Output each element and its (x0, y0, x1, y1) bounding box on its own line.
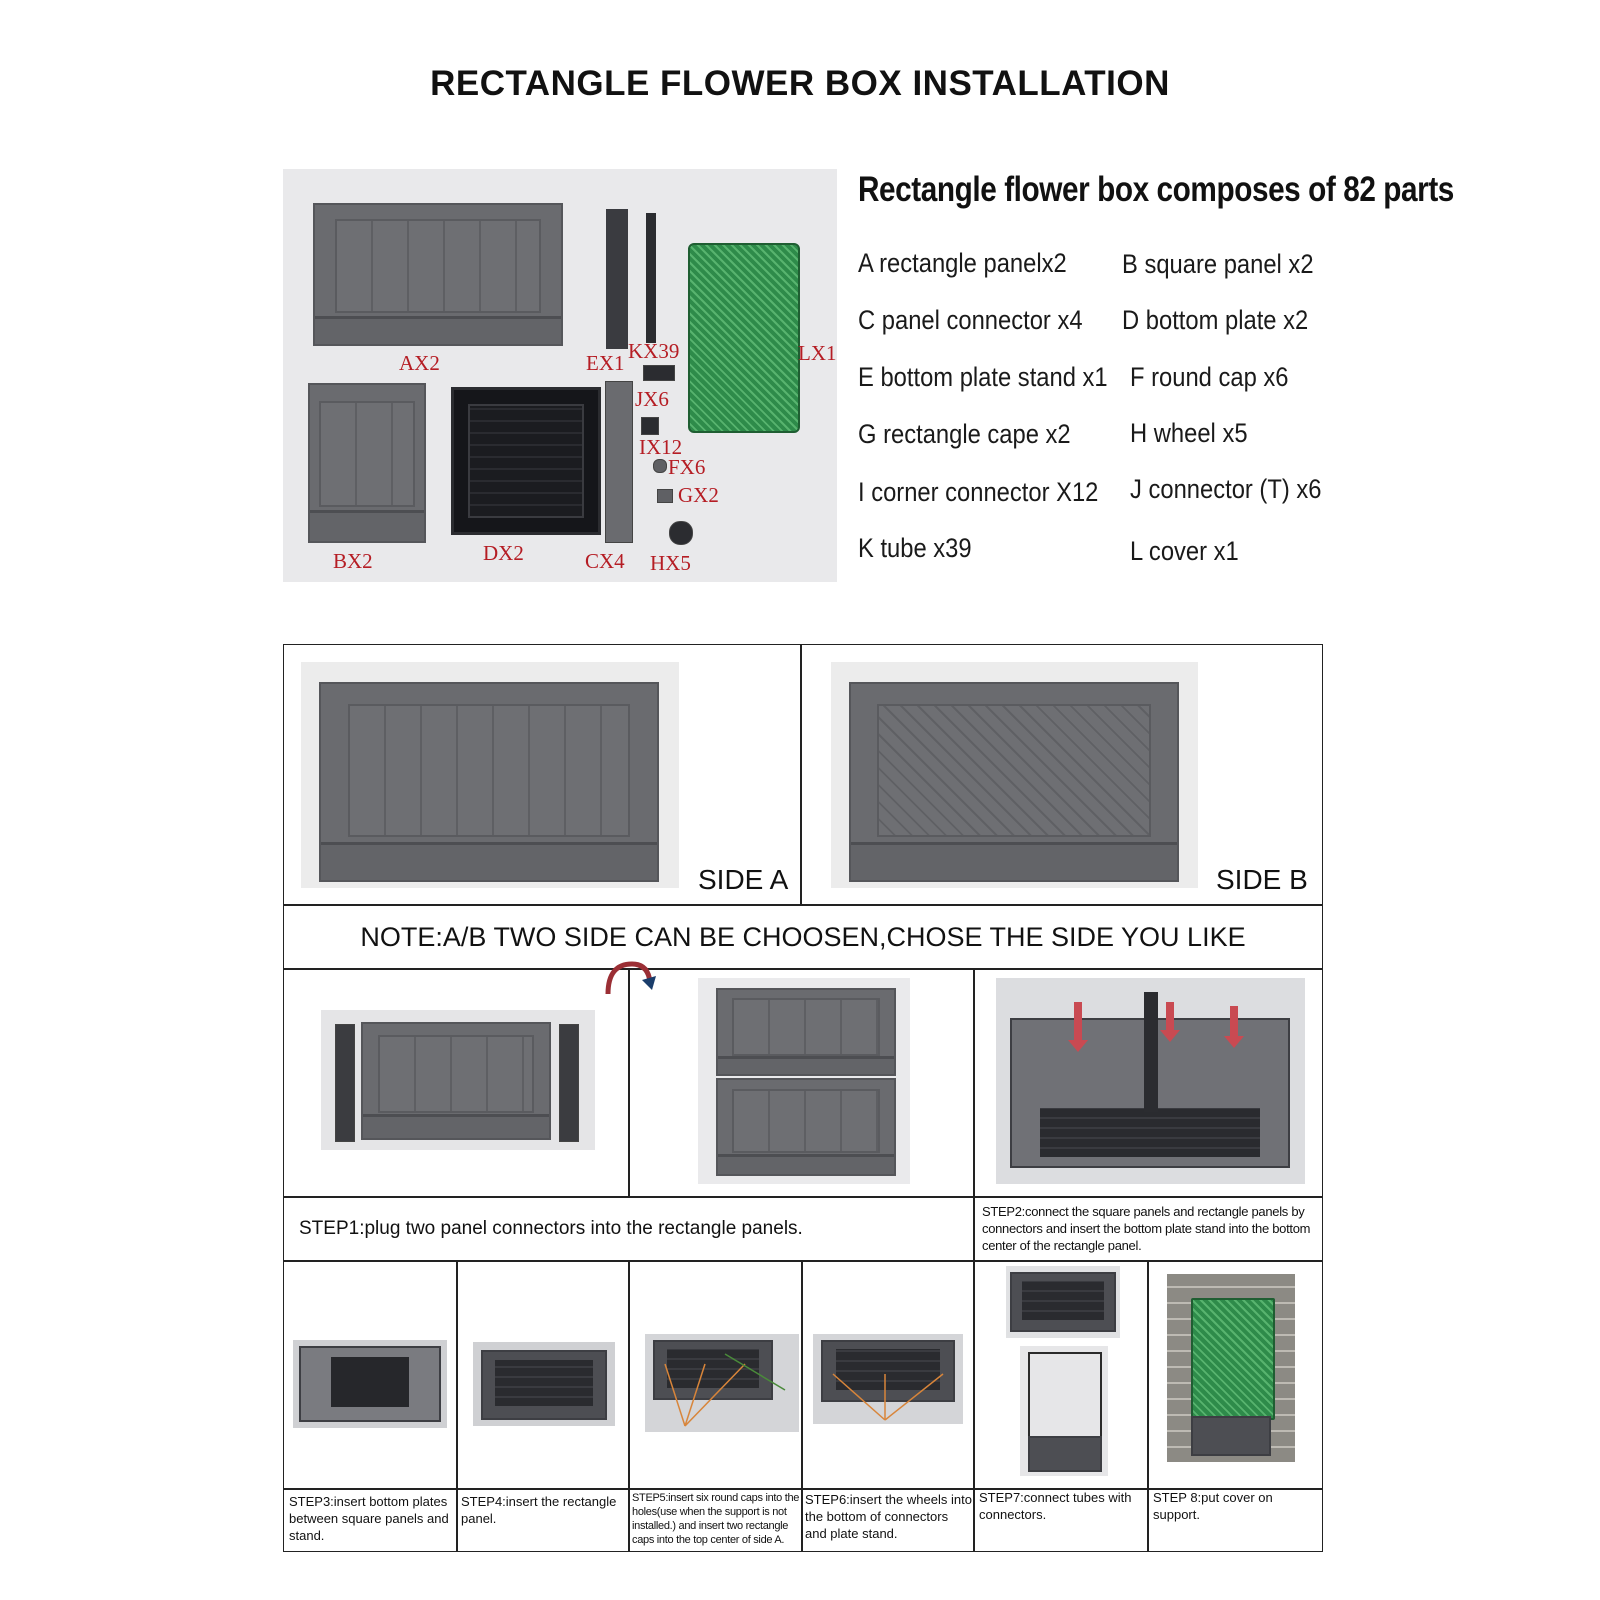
flip-arrow-icon (605, 961, 656, 995)
label-k: KX39 (628, 339, 680, 363)
part-item-g: G rectangle cape x2 (858, 419, 1071, 449)
panel-connector-image (605, 381, 633, 543)
round-cap-image (653, 459, 667, 473)
wheel-image (669, 521, 693, 545)
step7-photo-box (1006, 1266, 1120, 1338)
side-b-label: SIDE B (1216, 864, 1308, 895)
part-item-b: B square panel x2 (1122, 249, 1314, 279)
tube-image (646, 213, 656, 343)
label-j: JX6 (635, 387, 669, 411)
step6-text: STEP6:insert the wheels into the bottom … (805, 1492, 972, 1541)
side-a-photo (301, 662, 679, 888)
label-e: EX1 (586, 351, 625, 375)
label-c: CX4 (585, 549, 625, 573)
note-text: NOTE:A/B TWO SIDE CAN BE CHOOSEN,CHOSE T… (360, 922, 1246, 952)
t-connector-image (643, 365, 675, 381)
part-item-h: H wheel x5 (1130, 418, 1248, 448)
step7-photo-frame (1020, 1346, 1108, 1476)
part-item-d: D bottom plate x2 (1122, 305, 1309, 335)
part-item-a: A rectangle panelx2 (858, 248, 1067, 278)
step1-text: STEP1:plug two panel connectors into the… (299, 1218, 803, 1239)
rectangle-cap-image (657, 489, 673, 503)
page-title: RECTANGLE FLOWER BOX INSTALLATION (430, 64, 1170, 103)
step4-text: STEP4:insert the rectangle panel. (461, 1494, 617, 1526)
part-item-l: L cover x1 (1130, 536, 1239, 566)
label-i: IX12 (639, 435, 683, 459)
step4-photo (473, 1342, 615, 1426)
step3-text: STEP3:insert bottom plates between squar… (289, 1494, 449, 1543)
step5-photo (645, 1334, 799, 1432)
side-b-photo (831, 662, 1198, 888)
step8-photo (1167, 1274, 1295, 1462)
part-item-k: K tube x39 (858, 533, 972, 563)
part-item-j: J connector (T) x6 (1130, 474, 1322, 504)
step7-text: STEP7:connect tubes with connectors. (979, 1490, 1132, 1522)
corner-connector-image (641, 417, 659, 435)
label-f: FX6 (668, 455, 706, 479)
part-item-c: C panel connector x4 (858, 305, 1083, 335)
square-panel-image (308, 383, 426, 543)
side-a-label: SIDE A (698, 864, 789, 895)
label-d: DX2 (483, 541, 524, 565)
bottom-plate-image (451, 387, 601, 535)
step8-text: STEP 8:put cover on support. (1153, 1490, 1273, 1522)
label-h: HX5 (650, 551, 691, 575)
label-g: GX2 (678, 483, 719, 507)
rectangle-panel-image (313, 203, 563, 346)
step1-photo-b (698, 978, 910, 1184)
instruction-grid (283, 644, 1323, 1552)
step2-photo (996, 978, 1305, 1184)
label-l: LX1 (798, 341, 837, 365)
step5-text: STEP5:insert six round caps into the hol… (632, 1492, 800, 1546)
parts-photo: AX2 EX1 KX39 LX1 JX6 IX12 FX6 GX2 BX2 DX… (283, 169, 837, 582)
parts-heading: Rectangle flower box composes of 82 part… (858, 170, 1454, 209)
step6-photo (813, 1334, 963, 1424)
bottom-plate-stand-image (606, 209, 628, 349)
part-item-e: E bottom plate stand x1 (858, 362, 1108, 392)
part-item-i: I corner connector X12 (858, 477, 1099, 507)
step3-photo (293, 1340, 447, 1428)
step2-text: STEP2:connect the square panels and rect… (982, 1204, 1311, 1253)
label-a: AX2 (399, 351, 440, 375)
step1-photo-a (321, 1010, 595, 1150)
part-item-f: F round cap x6 (1130, 362, 1289, 392)
cover-image (688, 243, 800, 433)
label-b: BX2 (333, 549, 373, 573)
